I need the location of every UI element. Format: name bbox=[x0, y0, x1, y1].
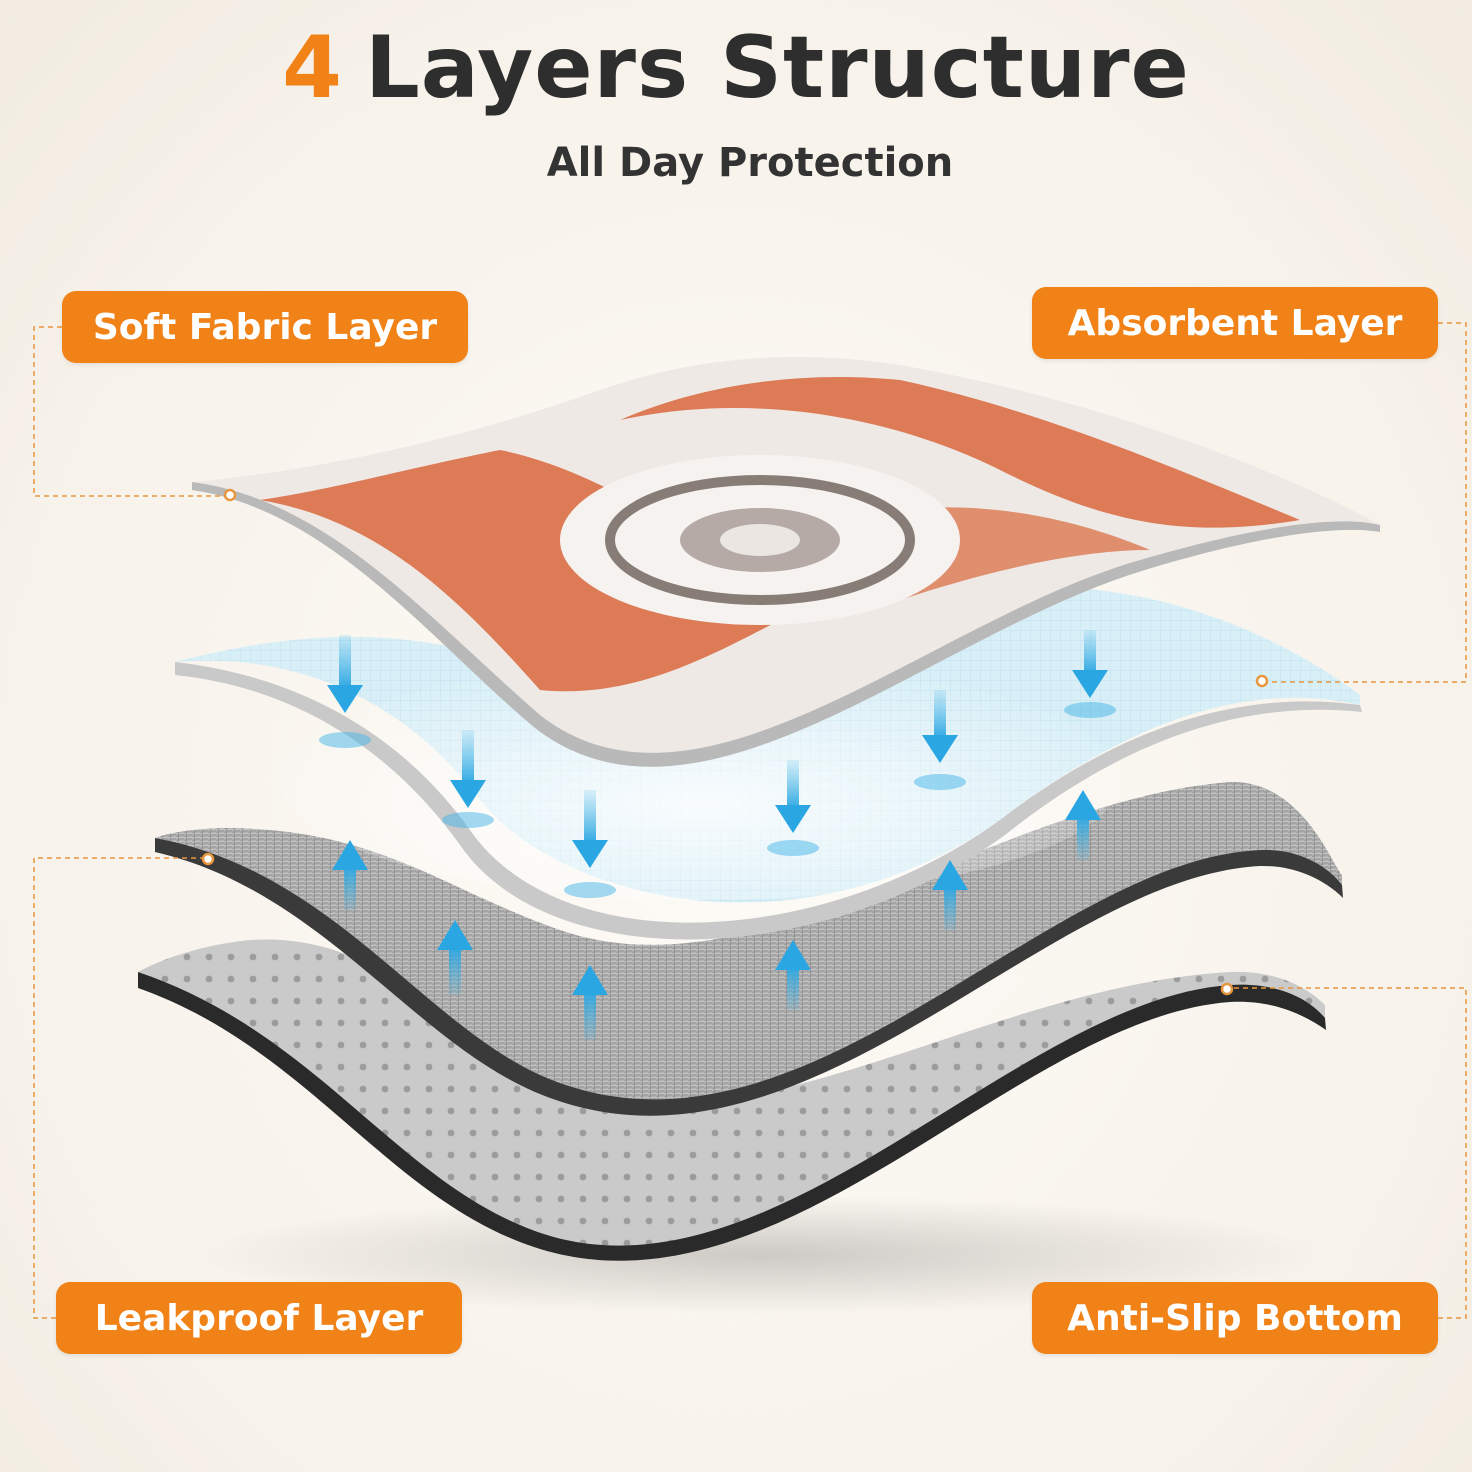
label-leakproof-layer: Leakproof Layer bbox=[56, 1282, 462, 1354]
title-text: Layers Structure bbox=[364, 18, 1190, 118]
leader-dots bbox=[201, 488, 1269, 996]
label-soft-fabric-layer: Soft Fabric Layer bbox=[62, 291, 468, 363]
leakproof-layer bbox=[155, 781, 1343, 1116]
leader-lines bbox=[33, 322, 1467, 1319]
label-anti-slip-bottom: Anti-Slip Bottom bbox=[1032, 1282, 1438, 1354]
arrow-down-icon bbox=[319, 630, 1116, 898]
page-subtitle: All Day Protection bbox=[546, 140, 954, 186]
title-number: 4 bbox=[282, 18, 343, 118]
label-absorbent-layer: Absorbent Layer bbox=[1032, 287, 1438, 359]
soft-fabric-layer bbox=[192, 357, 1380, 767]
arrow-up-icon bbox=[332, 790, 1101, 1040]
